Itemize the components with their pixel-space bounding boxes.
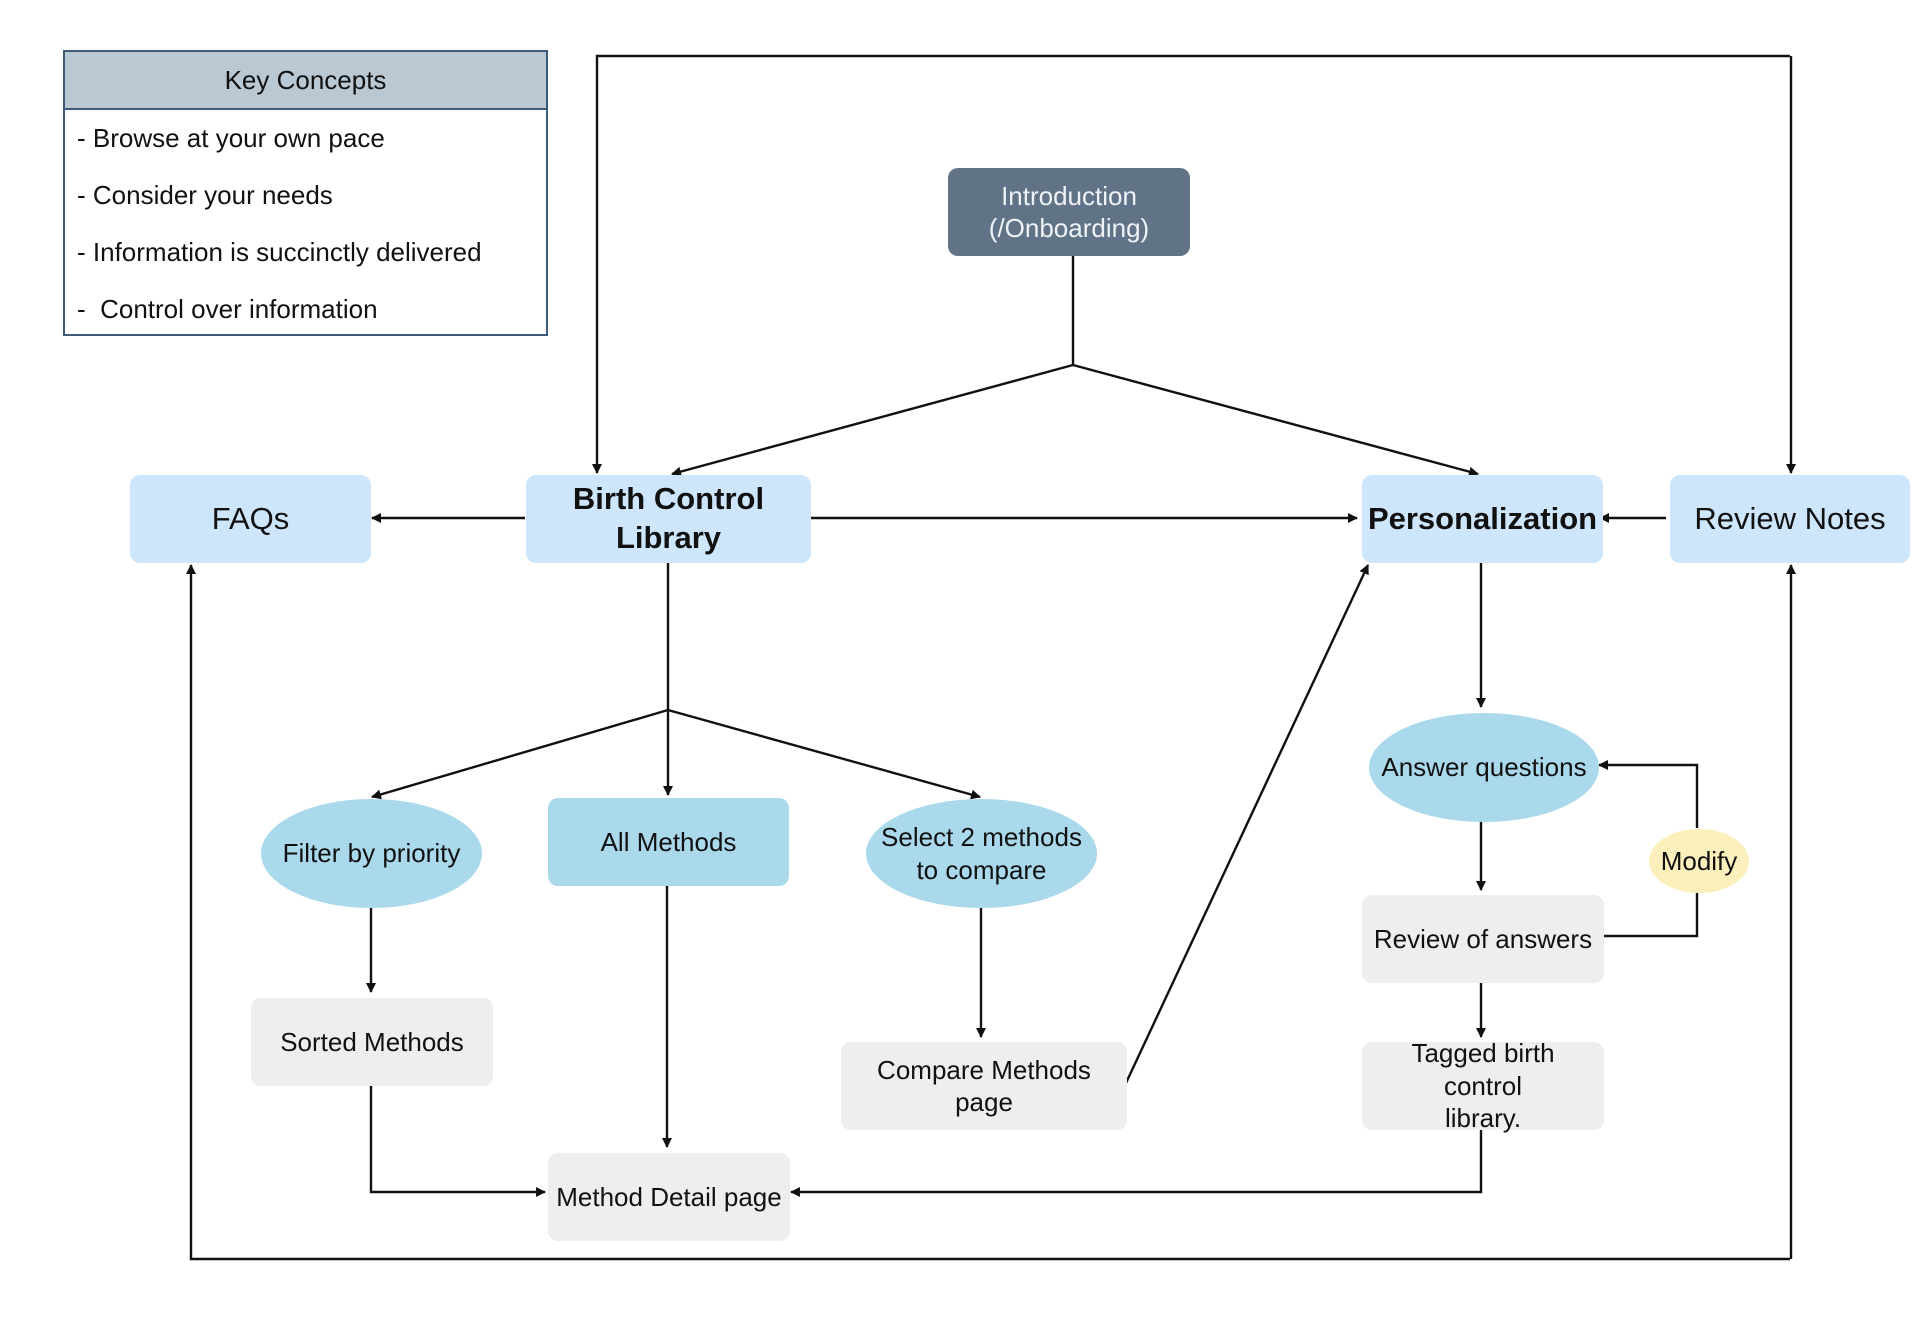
key-concepts-title: Key Concepts [65, 52, 546, 110]
select-compare-label-line2: to compare [916, 854, 1047, 885]
faqs-node[interactable]: FAQs [130, 475, 371, 563]
tagged-library-label-line2: library. [1444, 1103, 1522, 1134]
personalization-label: Personalization [1367, 500, 1598, 536]
method-detail-page-node[interactable]: Method Detail page [548, 1153, 790, 1241]
introduction-label-line2: (/Onboarding) [988, 213, 1150, 243]
connector-top-loop-to-library [592, 54, 1790, 474]
key-concept-item: - Consider your needs [77, 180, 333, 210]
connector-modify-to-answer [1598, 760, 1699, 828]
connector-intro-to-personalization [1072, 363, 1479, 477]
library-label-line2: Library [615, 520, 722, 555]
connector-bottom-loop-to-faqs [186, 564, 1790, 1261]
library-label-line1: Birth Control [572, 481, 765, 517]
birth-control-library-node[interactable]: Birth Control Library [526, 475, 811, 563]
answer-questions-label: Answer questions [1381, 752, 1587, 783]
introduction-label-line1: Introduction [1001, 180, 1137, 211]
faqs-label: FAQs [211, 500, 290, 536]
compare-page-label-line2: page [955, 1087, 1013, 1117]
method-detail-label: Method Detail page [556, 1181, 782, 1212]
connector-to-select-compare [667, 708, 981, 800]
connector-sorted-to-detail [369, 1085, 546, 1197]
connector-to-filter-priority [371, 708, 669, 800]
modify-node[interactable]: Modify [1649, 829, 1749, 893]
all-methods-node[interactable]: All Methods [548, 798, 789, 886]
sorted-methods-node[interactable]: Sorted Methods [251, 998, 493, 1086]
connector-compare-to-personalization [1124, 564, 1370, 1084]
compare-methods-page-node[interactable]: Compare Methods page [841, 1042, 1127, 1130]
key-concept-item: - Control over information [77, 294, 378, 324]
key-concept-item: - Browse at your own pace [77, 123, 385, 153]
compare-page-label-line1: Compare Methods [877, 1054, 1091, 1085]
sorted-methods-label: Sorted Methods [280, 1026, 464, 1057]
tagged-library-node[interactable]: Tagged birth control library. [1362, 1038, 1604, 1133]
key-concept-item: - Information is succinctly delivered [77, 237, 482, 267]
filter-by-priority-node[interactable]: Filter by priority [261, 799, 482, 908]
modify-label: Modify [1660, 845, 1738, 876]
connector-tagged-to-detail [790, 1128, 1483, 1197]
answer-questions-node[interactable]: Answer questions [1369, 713, 1599, 822]
connector-review-to-modify [1603, 892, 1699, 938]
select-compare-node[interactable]: Select 2 methods to compare [866, 799, 1097, 908]
personalization-node[interactable]: Personalization [1362, 475, 1603, 563]
all-methods-label: All Methods [600, 826, 737, 857]
review-of-answers-node[interactable]: Review of answers [1362, 895, 1604, 983]
connector-intro-to-library [671, 363, 1074, 477]
key-concepts-box: Key Concepts - Browse at your own pace -… [63, 50, 548, 336]
filter-by-priority-label: Filter by priority [282, 838, 461, 869]
review-notes-label: Review Notes [1694, 500, 1886, 536]
tagged-library-label-line1: Tagged birth control [1411, 1038, 1555, 1101]
select-compare-label-line1: Select 2 methods [881, 822, 1082, 852]
review-of-answers-label: Review of answers [1373, 923, 1593, 954]
introduction-node[interactable]: Introduction (/Onboarding) [948, 168, 1190, 256]
review-notes-node[interactable]: Review Notes [1670, 475, 1910, 563]
